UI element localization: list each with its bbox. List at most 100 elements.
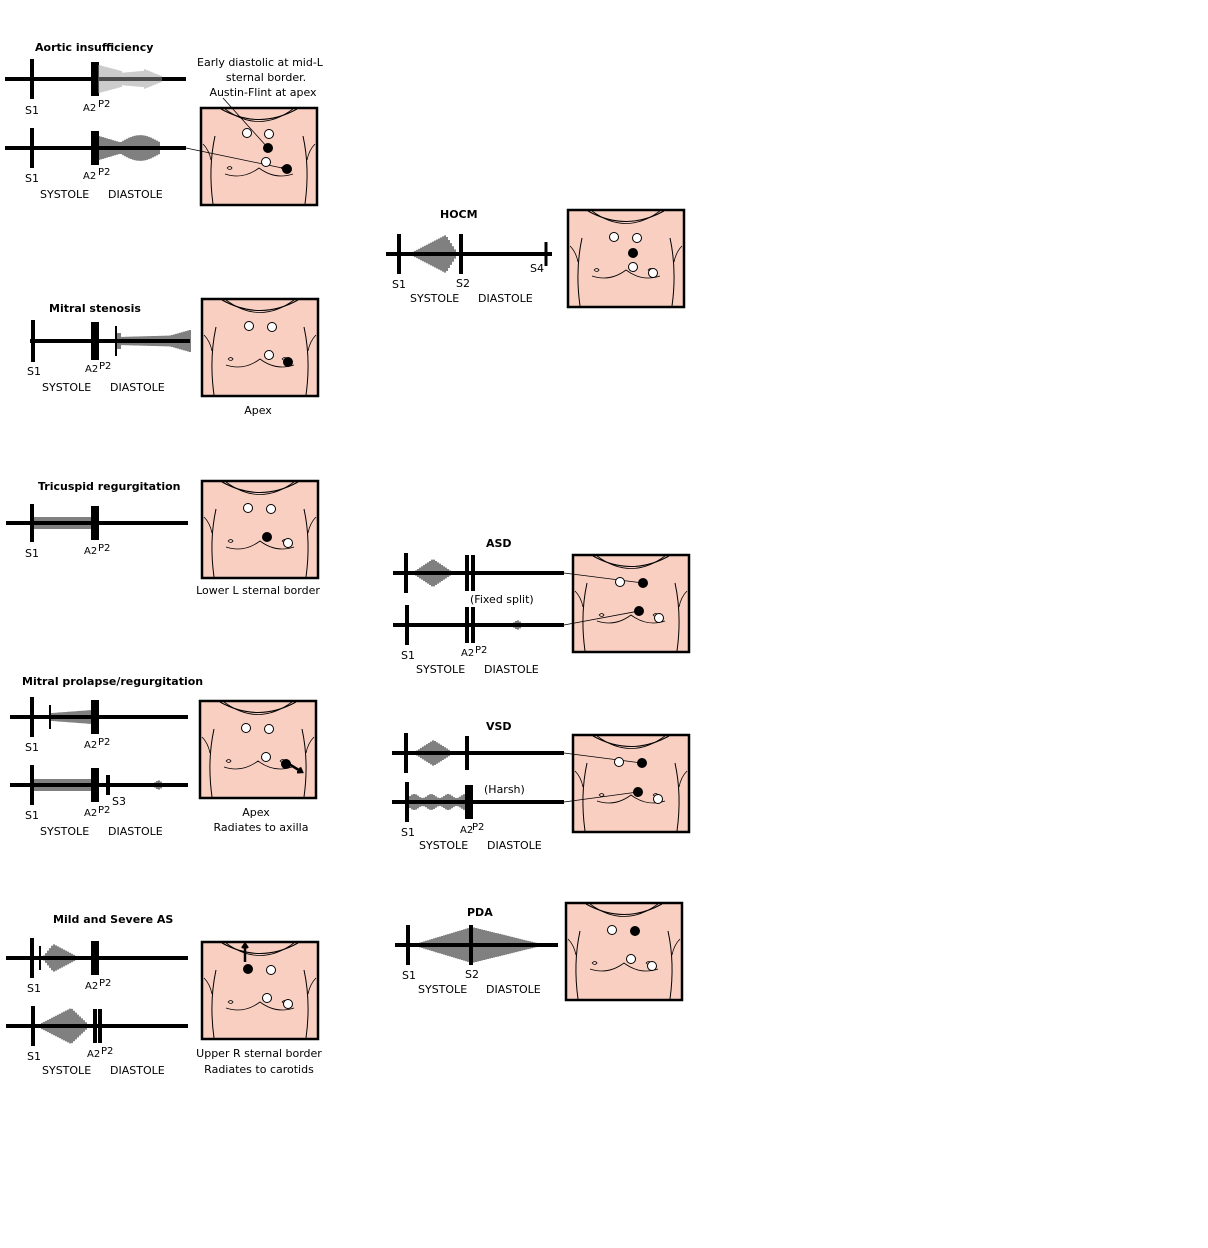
chest-hocm: [566, 208, 686, 309]
title-hocm: HOCM: [440, 208, 478, 221]
chest-pda: [564, 901, 684, 1002]
auscultation-site-open: [614, 757, 624, 767]
auscultation-site-marker: [638, 578, 648, 588]
p2-label: P2: [98, 99, 110, 110]
auscultation-site-marker: [262, 532, 272, 542]
s1-label: S1: [25, 547, 39, 560]
auscultation-site-open: [615, 577, 625, 587]
arrowhead-icon: [241, 941, 249, 949]
murmur-mild-as: [43, 944, 79, 972]
auscultation-site-open: [262, 993, 272, 1003]
auscultation-site-open: [654, 613, 664, 623]
axilla-radiation-arrow: [288, 762, 303, 774]
location-label: Upper R sternal border: [196, 1047, 322, 1060]
fixed-split-note: (Fixed split): [470, 593, 534, 606]
auscultation-site-open: [264, 129, 274, 139]
auscultation-site-open: [242, 128, 252, 138]
auscultation-site-marker: [243, 964, 253, 974]
s2-label: S2: [456, 277, 470, 290]
auscultation-site-open: [626, 954, 636, 964]
p2-label: P2: [472, 822, 484, 833]
title-tricuspid-regurgitation: Tricuspid regurgitation: [38, 480, 181, 493]
murmur-rumble: [117, 330, 191, 352]
auscultation-site-open: [283, 538, 293, 548]
auscultation-site-open: [607, 925, 617, 935]
p2-label: P2: [99, 361, 111, 372]
p2-label: P2: [98, 543, 110, 554]
diastole-label: DIASTOLE: [110, 381, 165, 394]
diastole-label: DIASTOLE: [487, 839, 542, 852]
auscultation-site-marker: [633, 787, 643, 797]
title-mitral-stenosis: Mitral stenosis: [49, 302, 141, 315]
murmur-asd-flow: [413, 559, 453, 587]
s1-label: S1: [392, 278, 406, 291]
systole-label: SYSTOLE: [42, 1064, 91, 1077]
murmur-vsd-harsh: [409, 794, 465, 810]
leader-line: [563, 791, 639, 803]
p2-label: P2: [98, 167, 110, 178]
p2-label: P2: [101, 1046, 113, 1057]
auscultation-site-open: [647, 961, 657, 971]
leader-line: [563, 572, 644, 584]
auscultation-site-open: [244, 321, 254, 331]
s1-label: S1: [25, 809, 39, 822]
p2-label: P2: [99, 978, 111, 989]
p2-label: P2: [98, 805, 110, 816]
p2-label: P2: [98, 737, 110, 748]
s1-label: S1: [25, 741, 39, 754]
diastole-label: DIASTOLE: [108, 825, 163, 838]
murmur-asd-rumble: [511, 620, 525, 630]
chest-aortic-stenosis: [200, 940, 320, 1041]
auscultation-site-open: [264, 724, 274, 734]
auscultation-site-marker: [637, 758, 647, 768]
location-label: Apex: [242, 806, 270, 819]
murmur-holosystolic: [33, 779, 93, 791]
a2-label: A2: [85, 364, 98, 375]
auscultation-site-marker: [634, 606, 644, 616]
murmur-vsd-systolic: [414, 740, 454, 766]
location-label: Radiates to axilla: [214, 821, 309, 834]
location-label: Apex: [244, 404, 272, 417]
a2-label: A2: [460, 825, 473, 836]
s2-label: S2: [465, 968, 479, 981]
diastole-label: DIASTOLE: [110, 1064, 165, 1077]
auscultation-site-open: [266, 504, 276, 514]
s1-label: S1: [27, 1050, 41, 1063]
a2-label: A2: [85, 981, 98, 992]
auscultation-site-open: [653, 794, 663, 804]
a2-label: A2: [84, 546, 97, 557]
title-mitral-prolapse: Mitral prolapse/regurgitation: [22, 675, 203, 688]
arrowhead-icon: [296, 766, 304, 774]
auscultation-site-open: [283, 999, 293, 1009]
diastole-label: DIASTOLE: [108, 188, 163, 201]
location-label: Radiates to carotids: [204, 1063, 314, 1076]
auscultation-site-marker: [628, 248, 638, 258]
auscultation-site-open: [261, 157, 271, 167]
auscultation-site-marker: [263, 143, 273, 153]
title-vsd: VSD: [486, 720, 512, 733]
auscultation-site-open: [267, 322, 277, 332]
a2-label: A2: [84, 740, 97, 751]
murmur-hocm: [410, 235, 458, 273]
auscultation-site-marker: [630, 926, 640, 936]
murmur-decrescendo-gray: [98, 65, 162, 93]
note-line: Early diastolic at mid-L: [197, 56, 324, 69]
systole-label: SYSTOLE: [416, 663, 465, 676]
systole-label: SYSTOLE: [42, 381, 91, 394]
murmur-flow-rumble: [152, 780, 166, 790]
auscultation-site-open: [241, 723, 251, 733]
auscultation-site-open: [243, 503, 253, 513]
auscultation-site-open: [266, 965, 276, 975]
s1-label: S1: [402, 969, 416, 982]
a2-label: A2: [461, 648, 474, 659]
systole-label: SYSTOLE: [410, 292, 459, 305]
title-pda: PDA: [467, 906, 493, 919]
harsh-note: (Harsh): [484, 783, 525, 796]
note-line: sternal border.: [226, 71, 306, 84]
chest-mitral-prolapse: [198, 699, 318, 800]
auscultation-site-open: [628, 262, 638, 272]
murmur-holosystolic: [33, 517, 93, 529]
title-aortic-stenosis: Mild and Severe AS: [53, 913, 173, 926]
s1-label: S1: [27, 365, 41, 378]
